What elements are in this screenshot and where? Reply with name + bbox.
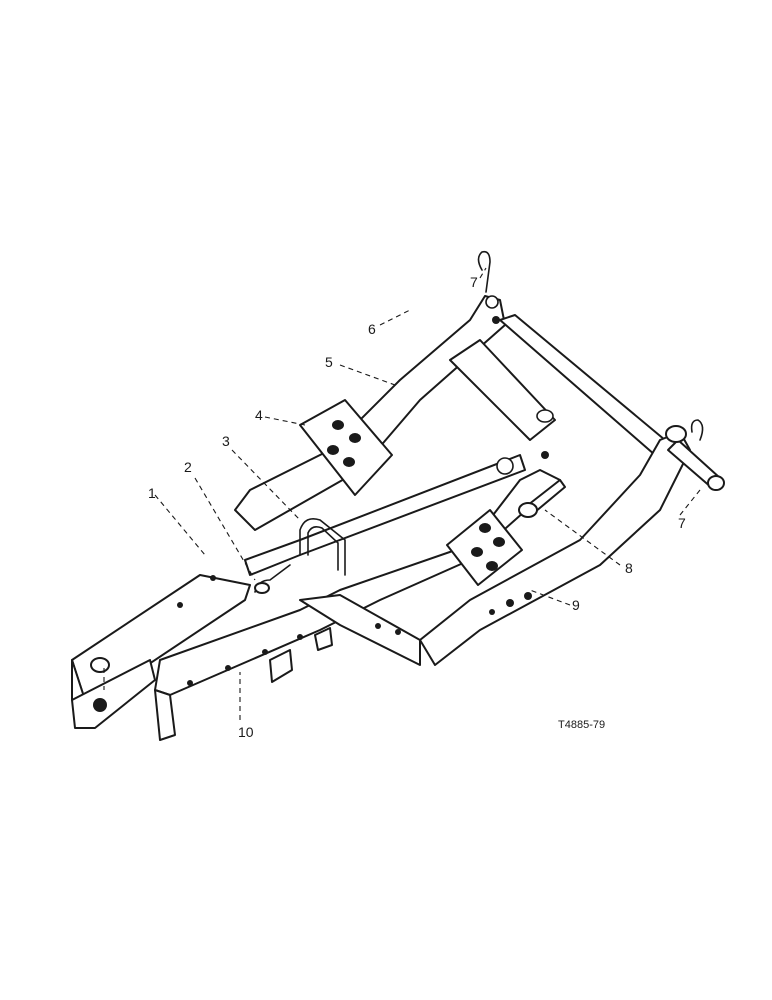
figure-code: T4885-79 [558,719,605,731]
hitch-pin-clip-top [477,250,704,441]
callout-6: 6 [368,321,376,337]
leader-lines [103,267,701,720]
callout-4: 4 [255,407,263,423]
front-curved-bar [299,431,691,666]
callout-7-right: 7 [678,515,686,531]
callout-labels: 1 2 3 4 5 6 7 7 8 9 10 [148,274,686,740]
support-bracket [269,627,333,683]
callout-2: 2 [184,459,192,475]
wear-pad-right [446,509,523,586]
callout-8: 8 [625,560,633,576]
hitch-pin-right [665,425,725,491]
lock-pin-clip [254,564,291,594]
cross-tube [449,314,666,459]
callout-5: 5 [325,354,333,370]
locking-pin [518,479,566,518]
callout-7-top: 7 [470,274,478,290]
callout-10: 10 [238,724,254,740]
callout-1: 1 [148,485,156,501]
wear-pad-left [299,399,393,496]
u-bolt-clamp [299,517,346,576]
callout-3: 3 [222,433,230,449]
callout-9: 9 [572,597,580,613]
drawbar [71,574,251,729]
